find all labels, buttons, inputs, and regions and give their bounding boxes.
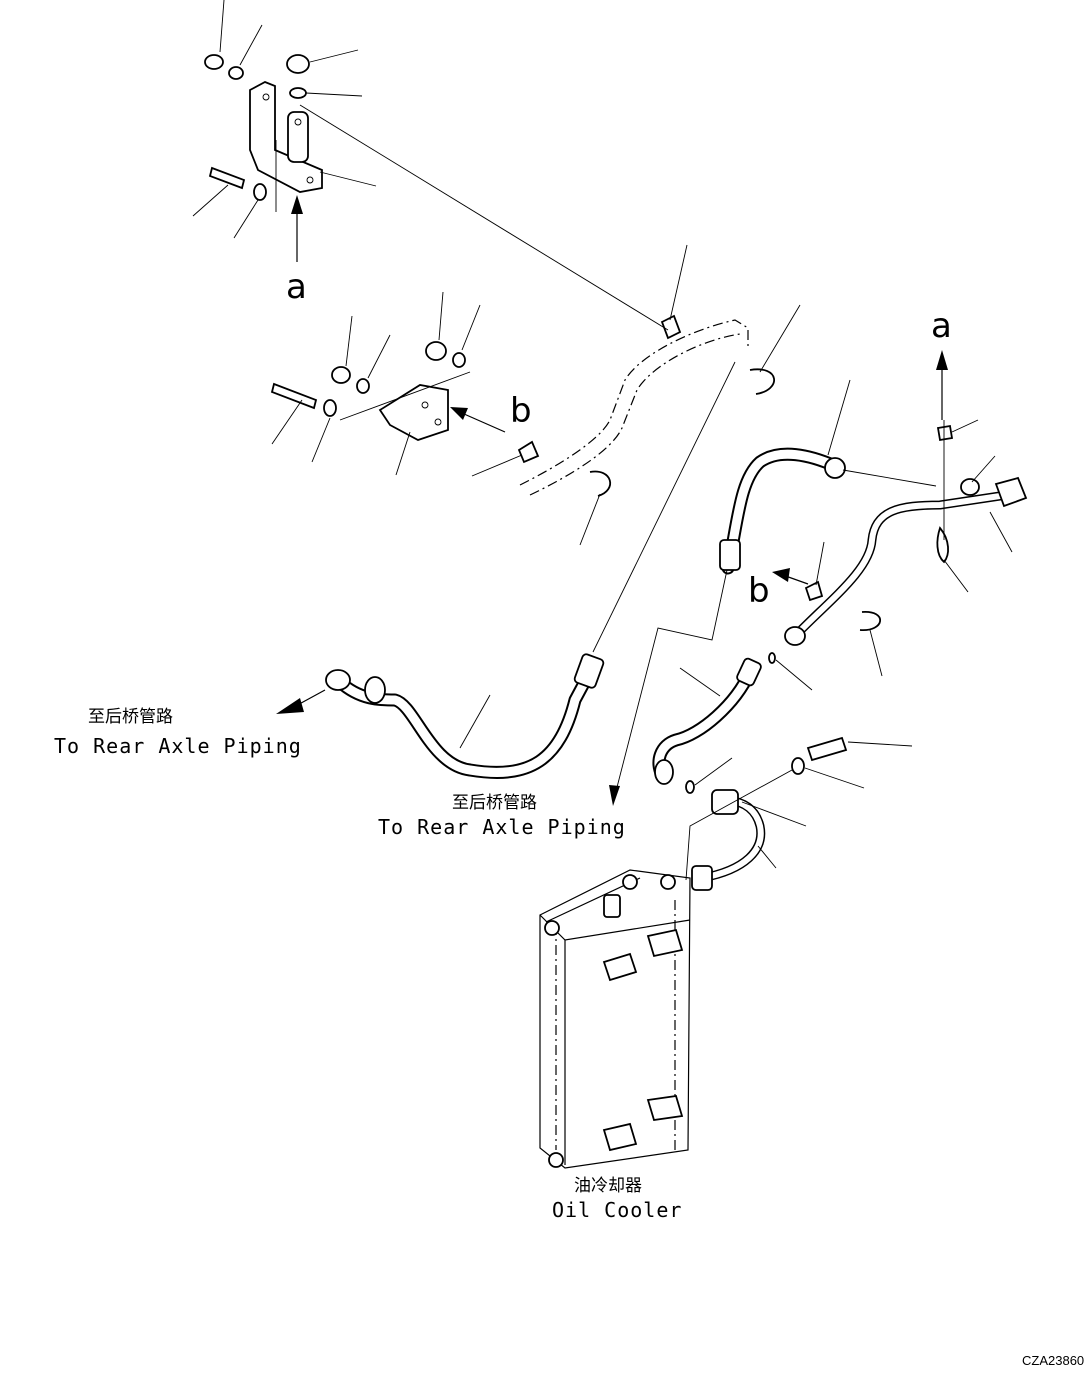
u-bolt: [859, 611, 881, 631]
nut: [204, 54, 224, 70]
small-hose: [609, 569, 762, 806]
bracket-assembly-b: b: [270, 291, 612, 546]
clip: [517, 440, 540, 464]
hose-to-rear-axle-left: [276, 361, 736, 779]
right-piping-assembly: a b: [719, 306, 1028, 691]
bolt: [270, 382, 318, 410]
washer: [791, 757, 805, 775]
pipe-fitting: [784, 626, 806, 646]
washer: [253, 183, 267, 201]
hose-fitting: [736, 657, 762, 687]
bracket: [249, 81, 323, 193]
plug: [936, 526, 949, 564]
washer: [452, 352, 466, 368]
o-ring: [768, 652, 776, 664]
elbow-fitting: [325, 669, 351, 691]
bracket-post: [287, 111, 309, 163]
u-bolt: [589, 470, 612, 497]
nut: [425, 341, 447, 361]
oil-cooler: [539, 869, 691, 1169]
oil-cooler-zh: 油冷却器: [574, 1176, 642, 1196]
elbow-fitting: [646, 928, 684, 958]
cooler-pipe: [685, 736, 913, 891]
washer: [323, 399, 337, 417]
bracket: [378, 384, 449, 441]
port: [603, 894, 621, 918]
rear-axle-center-en: To Rear Axle Piping: [378, 815, 626, 839]
elbow-fitting: [602, 952, 638, 982]
washer: [289, 87, 307, 99]
view-label-a-right: a: [931, 306, 952, 346]
pipe-fitting: [711, 789, 739, 815]
bracket-assembly-a: a: [192, 0, 377, 307]
bolt: [208, 166, 246, 190]
clip: [804, 580, 824, 602]
clip: [660, 314, 682, 340]
elbow-fitting: [646, 1094, 684, 1122]
rear-axle-center-zh: 至后桥管路: [452, 793, 537, 813]
bolt: [806, 736, 848, 762]
rear-axle-left-zh: 至后桥管路: [88, 707, 173, 727]
view-label-b-right: b: [748, 571, 770, 611]
hose-fitting: [364, 676, 386, 704]
phantom-pipe: [299, 104, 801, 496]
cap: [960, 478, 980, 496]
nut: [331, 366, 351, 384]
view-label-b: b: [510, 391, 532, 431]
hose-fitting: [824, 457, 846, 479]
oil-cooler-en: Oil Cooler: [552, 1198, 682, 1222]
clip: [936, 424, 954, 442]
hose-fitting: [573, 653, 605, 689]
washer: [228, 66, 244, 80]
hose-fitting: [719, 539, 741, 571]
pipe-end-fitting: [994, 476, 1028, 508]
drawing-code: CZA23860: [1022, 1353, 1084, 1368]
hose-fitting: [654, 759, 674, 785]
pipe-fitting: [691, 865, 713, 891]
u-bolt: [749, 368, 775, 395]
nut: [286, 54, 310, 74]
elbow-fitting: [602, 1122, 638, 1152]
rear-axle-left-en: To Rear Axle Piping: [54, 734, 302, 758]
o-ring: [685, 780, 695, 794]
view-label-a: a: [286, 267, 307, 307]
washer: [356, 378, 370, 394]
